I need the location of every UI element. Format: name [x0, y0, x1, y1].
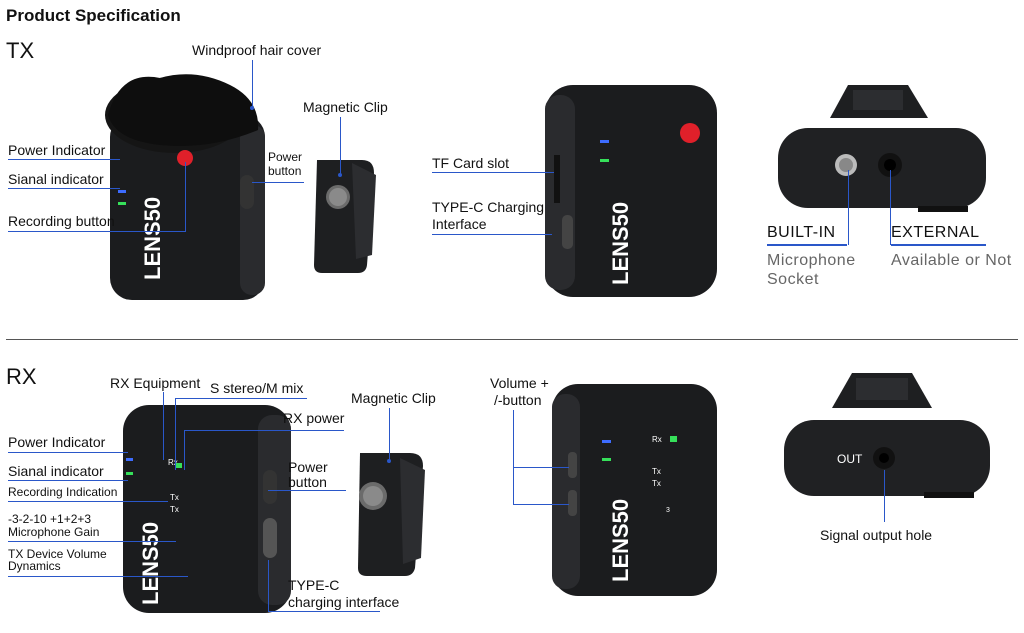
rx-section-label: RX: [6, 364, 37, 389]
svg-text:Tx: Tx: [652, 479, 661, 488]
rx-typec-label-2: charging interface: [288, 594, 400, 610]
svg-text:Rx: Rx: [168, 458, 178, 467]
tx-brand-text: LENS50: [140, 197, 165, 280]
out-label: OUT: [837, 452, 863, 466]
volume-button-label-2: /-button: [494, 392, 542, 408]
volume-dynamics-label-1: TX Device Volume: [8, 547, 107, 561]
gain-values-label: -3-2-10 +1+2+3: [8, 512, 92, 526]
tx-side-brand-text: LENS50: [608, 202, 633, 285]
tx-device-side: LENS50: [545, 85, 717, 297]
rx-brand-text: LENS50: [138, 522, 163, 605]
rx-device-side: Rx Tx Tx 3 LENS50: [552, 384, 717, 596]
section-divider: [6, 339, 1018, 340]
tx-device-top: [778, 85, 986, 212]
typec-label-1: TYPE-C Charging: [432, 199, 545, 215]
rx-signal-indicator-label: Sianal indicator: [8, 463, 104, 479]
built-in-desc-2: Socket: [767, 271, 819, 288]
rx-power-button-label-2: button: [288, 474, 327, 490]
typec-label-2: Interface: [432, 216, 487, 232]
volume-button-label-1: Volume +: [490, 375, 549, 391]
recording-indication-label: Recording Indication: [8, 485, 118, 499]
signal-output-label: Signal output hole: [820, 527, 933, 543]
svg-text:Tx: Tx: [652, 467, 661, 476]
tx-recording-button-label: Recording button: [8, 213, 115, 229]
rx-typec-label-1: TYPE-C: [288, 577, 340, 593]
gain-label: Microphone Gain: [8, 525, 100, 539]
svg-text:Rx: Rx: [652, 435, 662, 444]
rx-magnetic-clip: [358, 453, 425, 576]
tx-magnetic-clip-label: Magnetic Clip: [303, 99, 388, 115]
external-desc: Available or Not: [891, 252, 1012, 269]
rx-device-top: [784, 373, 990, 498]
rx-power-label: RX power: [283, 410, 345, 426]
built-in-label: BUILT-IN: [767, 223, 847, 246]
rx-equipment-label: RX Equipment: [110, 375, 201, 391]
tf-card-label: TF Card slot: [432, 155, 510, 171]
volume-dynamics-label-2: Dynamics: [8, 559, 61, 573]
svg-text:Tx: Tx: [170, 493, 179, 502]
svg-text:Tx: Tx: [170, 505, 179, 514]
svg-text:3: 3: [666, 507, 670, 514]
page-title: Product Specification: [6, 6, 181, 25]
tx-power-button-label-1: Power: [268, 150, 303, 164]
built-in-desc-1: Microphone: [767, 252, 856, 269]
rx-device-front: Rx Tx Tx LENS50: [123, 405, 291, 613]
tx-magnetic-clip: [314, 160, 376, 273]
rx-power-button-label-1: Power: [288, 459, 328, 475]
external-label: EXTERNAL: [891, 223, 986, 246]
stereo-label: S stereo/M mix: [210, 380, 304, 396]
rx-power-indicator-label: Power Indicator: [8, 434, 106, 450]
tx-power-button-label-2: button: [268, 164, 302, 178]
windproof-label: Windproof hair cover: [192, 42, 322, 58]
tx-section-label: TX: [6, 38, 35, 63]
tx-signal-indicator-label: Sianal indicator: [8, 171, 104, 187]
rx-magnetic-clip-label: Magnetic Clip: [351, 390, 436, 406]
tx-power-indicator-label: Power Indicator: [8, 142, 106, 158]
rx-side-brand-text: LENS50: [608, 499, 633, 582]
tx-device-front: LENS50: [105, 74, 265, 300]
